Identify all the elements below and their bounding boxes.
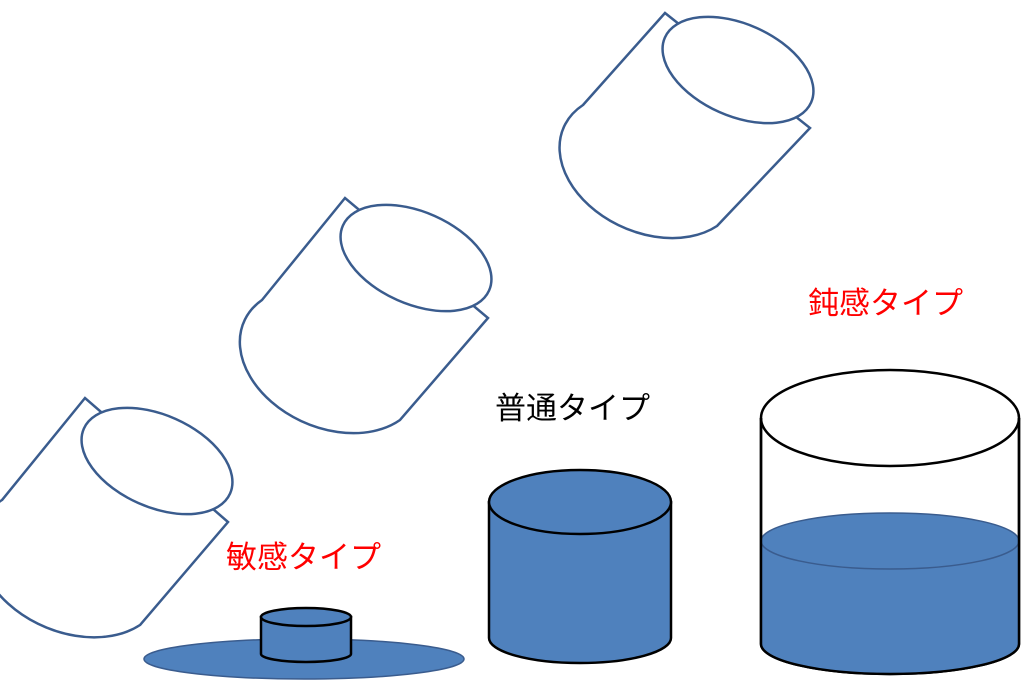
pouring-cylinder-bottom <box>0 396 234 639</box>
normal-cylinder-top <box>487 468 673 536</box>
dull-type-label: 鈍感タイプ <box>808 286 963 322</box>
sensitive-type-container <box>143 606 465 680</box>
pouring-cylinder-top-body <box>558 11 812 240</box>
pouring-cylinder-bottom-body <box>0 396 230 639</box>
dull-type-container <box>759 368 1021 676</box>
pouring-cylinder-top <box>558 11 815 240</box>
sensitive-cylinder-body <box>259 615 353 664</box>
sensitive-type-label: 敏感タイプ <box>226 540 381 576</box>
normal-cylinder-body <box>487 500 673 665</box>
dull-cylinder-outline <box>759 418 1021 676</box>
dull-cylinder-liquid-surface <box>760 512 1020 570</box>
dull-cylinder-rim <box>759 368 1021 468</box>
pouring-cylinder-middle <box>238 196 493 435</box>
dull-cylinder-liquid-body <box>761 541 1019 674</box>
sensitive-cylinder-top <box>259 606 353 628</box>
pouring-cylinder-top-rim <box>661 15 815 125</box>
pouring-cylinder-bottom-rim <box>80 406 234 516</box>
pouring-cylinder-middle-body <box>238 196 490 435</box>
normal-type-container <box>487 468 673 665</box>
pouring-cylinder-middle-rim <box>339 203 493 313</box>
normal-type-label: 普通タイプ <box>495 391 650 427</box>
